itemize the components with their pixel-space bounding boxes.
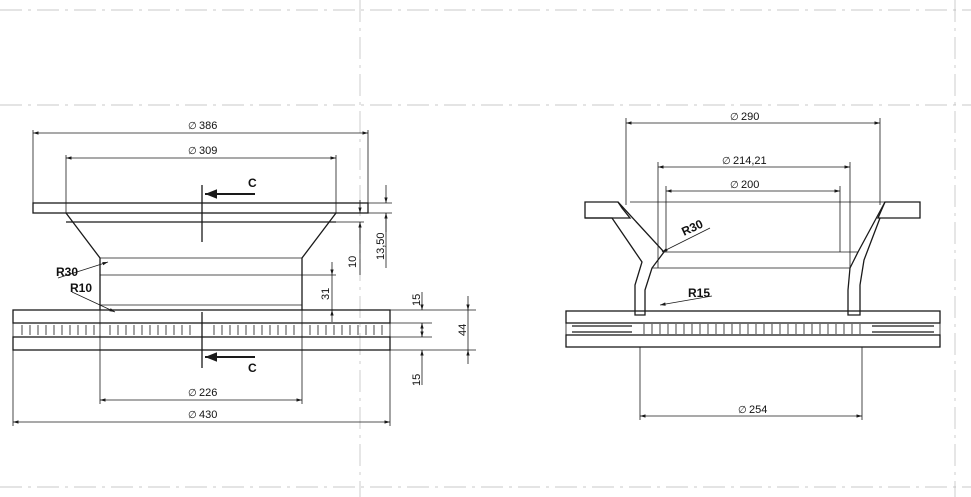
dim-200-label: 200 — [741, 179, 759, 191]
radius-r10-left-label: R10 — [70, 281, 92, 295]
dim-430-label: 430 — [199, 409, 217, 421]
dim-254: ∅ 254 — [639, 347, 863, 420]
svg-text:∅: ∅ — [730, 180, 739, 191]
right-flange-right — [877, 201, 921, 219]
radius-r15-right: R15 — [659, 286, 713, 306]
right-hat-wall-right — [847, 201, 886, 316]
radius-r30-left-label: R30 — [56, 265, 78, 279]
right-flange-left — [584, 201, 632, 219]
dim-290-label: 290 — [741, 111, 759, 123]
radius-r30-left: R30 — [56, 261, 109, 279]
svg-text:∅: ∅ — [188, 121, 197, 132]
svg-text:∅: ∅ — [188, 410, 197, 421]
section-arrow-top: C — [205, 176, 257, 199]
dim-10-label: 10 — [347, 256, 359, 268]
dim-15-top-label: 15 — [411, 294, 423, 306]
right-disc-bottom-plate — [565, 334, 941, 348]
dim-15-bottom-label: 15 — [411, 374, 423, 386]
svg-text:∅: ∅ — [730, 112, 739, 123]
section-label-bottom: C — [248, 361, 257, 375]
dim-309: ∅ 309 — [65, 145, 337, 213]
dim-386-label: 386 — [199, 120, 217, 132]
left-view: C C ∅ 386 ∅ 309 ∅ 226 — [12, 120, 476, 426]
dim-200: ∅ 200 — [665, 179, 841, 252]
right-hat-wall-left — [585, 201, 665, 316]
svg-text:∅: ∅ — [722, 156, 731, 167]
svg-text:∅: ∅ — [188, 146, 197, 157]
dim-226-label: 226 — [199, 387, 217, 399]
dim-13-50-label: 13,50 — [375, 232, 387, 260]
dim-430: ∅ 430 — [12, 350, 391, 426]
dim-254-label: 254 — [749, 404, 767, 416]
svg-text:∅: ∅ — [188, 388, 197, 399]
dim-10: 10 — [336, 200, 364, 275]
dim-15-top: 15 — [390, 292, 432, 337]
dim-386: ∅ 386 — [32, 120, 369, 203]
dim-214-21: ∅ 214,21 — [657, 155, 851, 268]
radius-r30-right-label: R30 — [679, 217, 705, 239]
section-arrow-bottom: C — [205, 352, 257, 375]
dim-44: 44 — [390, 296, 476, 364]
left-hat-wall — [65, 212, 337, 310]
radius-r10-left: R10 — [70, 281, 116, 313]
dim-44-label: 44 — [457, 324, 469, 336]
right-vent-vanes — [565, 322, 941, 336]
right-view: ∅ 290 ∅ 214,21 ∅ 200 ∅ 254 — [565, 111, 941, 420]
section-label-top: C — [248, 176, 257, 190]
dim-214-21-label: 214,21 — [733, 155, 767, 167]
dim-309-label: 309 — [199, 145, 217, 157]
dim-290: ∅ 290 — [625, 111, 881, 205]
dim-226: ∅ 226 — [99, 310, 303, 404]
dim-15-bottom: 15 — [390, 323, 432, 386]
radius-r15-right-label: R15 — [688, 286, 710, 300]
left-hub-flange — [32, 202, 369, 214]
radius-r30-right: R30 — [661, 217, 711, 253]
dim-31-label: 31 — [320, 288, 332, 300]
svg-text:∅: ∅ — [738, 405, 747, 416]
dim-31: 31 — [302, 262, 336, 322]
right-disc-top-plate — [565, 310, 941, 324]
dim-13-50: 13,50 — [368, 185, 392, 268]
